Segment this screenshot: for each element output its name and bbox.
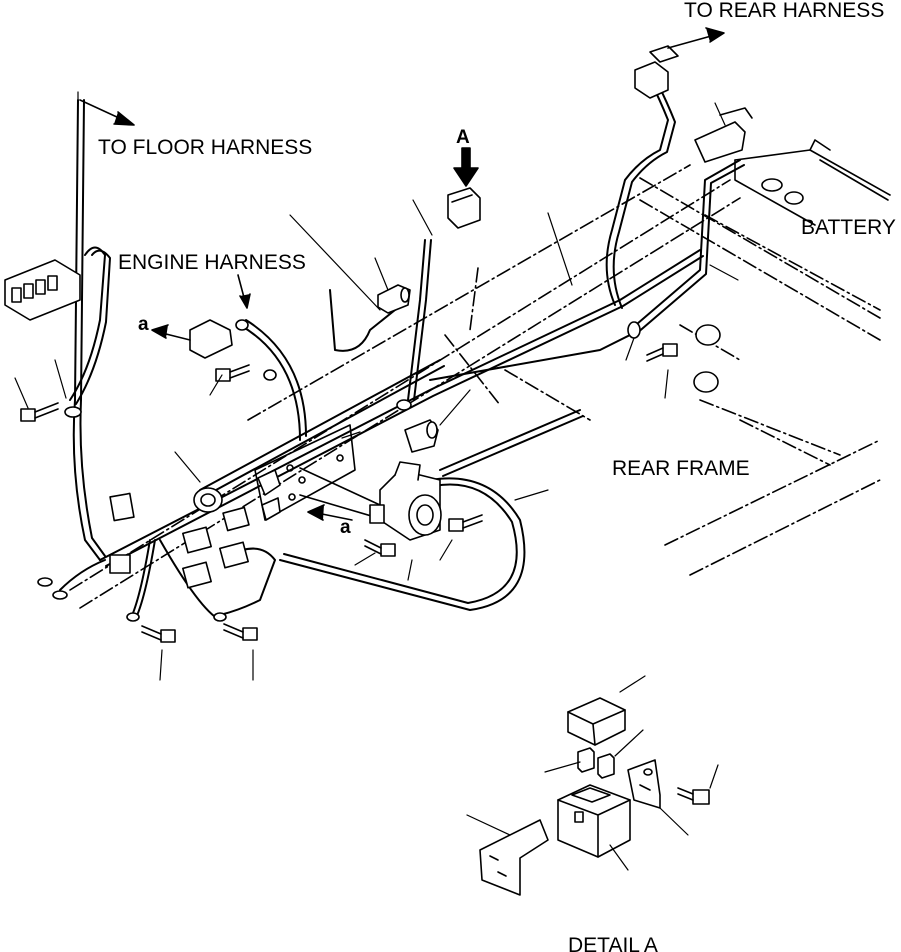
to-rear-harness-label: TO REAR HARNESS <box>684 0 885 22</box>
engine-harness-label: ENGINE HARNESS <box>118 251 306 274</box>
pointer-arrows <box>79 27 725 521</box>
battery-outline <box>734 139 891 226</box>
rear-connector <box>634 45 753 163</box>
leader-lines <box>14 91 739 681</box>
view-a-marker: A <box>456 127 470 148</box>
grommets <box>64 321 641 513</box>
view-a-arrow <box>453 147 479 187</box>
ref-a-engine: a <box>138 314 149 335</box>
small-connectors <box>109 469 281 589</box>
battery-label: BATTERY <box>801 216 896 239</box>
detail-a-label: DETAIL A <box>568 934 658 952</box>
connector-a <box>447 187 481 229</box>
floor-connector-block <box>4 259 81 321</box>
solenoid <box>369 461 442 541</box>
main-harness <box>59 79 745 621</box>
ref-a-plate: a <box>340 517 351 538</box>
mounting-plate <box>254 424 386 521</box>
caps-parts <box>189 284 721 453</box>
to-floor-harness-label: TO FLOOR HARNESS <box>98 136 313 159</box>
rear-frame-label: REAR FRAME <box>612 457 750 480</box>
bolts <box>20 343 678 643</box>
detail-a-drawing <box>466 675 719 896</box>
